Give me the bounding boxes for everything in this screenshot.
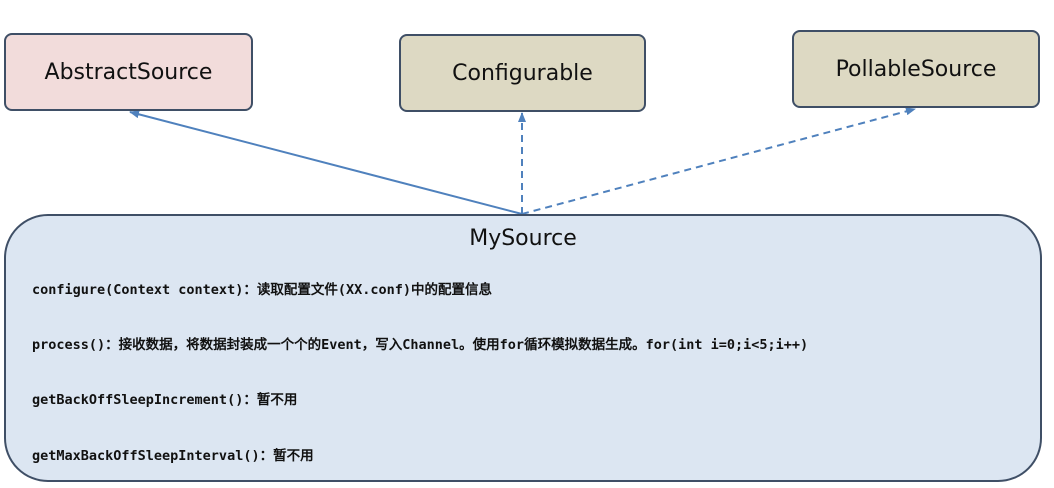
configurable-label: Configurable (452, 60, 593, 86)
method-getmaxbackoffsleepinterval: getMaxBackOffSleepInterval()：暂不用 (32, 448, 314, 464)
mysource-title: MySource (469, 226, 577, 251)
method-configure: configure(Context context)：读取配置文件(XX.con… (32, 282, 492, 298)
pollablesource-box: PollableSource (792, 30, 1040, 108)
abstractsource-box: AbstractSource (4, 33, 253, 111)
configurable-box: Configurable (399, 34, 646, 112)
implements-arrow-pollablesource (521, 107, 916, 215)
method-process: process()：接收数据，将数据封装成一个个的Event，写入Channel… (32, 337, 809, 353)
abstractsource-label: AbstractSource (44, 59, 213, 85)
mysource-box: MySource configure(Context context)：读取配置… (4, 214, 1042, 482)
method-getbackoffsleepincrement: getBackOffSleepIncrement()：暂不用 (32, 392, 298, 408)
pollablesource-label: PollableSource (835, 56, 997, 82)
extends-arrow-abstractsource (129, 110, 523, 215)
